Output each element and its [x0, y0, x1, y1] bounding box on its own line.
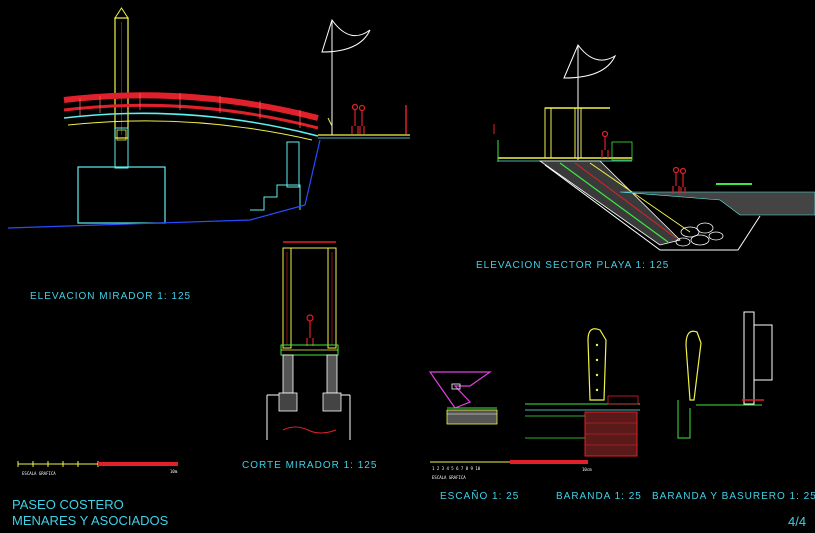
label-baranda: BARANDA 1: 25	[556, 491, 642, 502]
label-baranda-basurero: BARANDA Y BASURERO 1: 25	[652, 491, 815, 502]
elevacion-mirador-drawing	[7, 7, 410, 229]
sheet-number: 4/4	[788, 514, 806, 529]
label-escano: ESCAÑO 1: 25	[440, 489, 519, 502]
scale-bar-left: ESCALA GRAFICA 10m	[17, 461, 178, 476]
scale-left-caption: ESCALA GRAFICA	[22, 471, 56, 476]
label-corte-mirador: CORTE MIRADOR 1: 125	[242, 460, 377, 471]
title-line-1: PASEO COSTERO	[12, 497, 124, 512]
escano-drawing	[428, 371, 498, 425]
scale-bar-right: 1 2 3 4 5 6 7 8 9 10 ESCALA GRAFICA 10cm	[430, 460, 592, 480]
baranda-drawing	[525, 328, 640, 457]
elevacion-playa-drawing	[493, 43, 815, 251]
scale-right-end: 10cm	[582, 467, 592, 472]
label-elevacion-mirador: ELEVACION MIRADOR 1: 125	[30, 291, 191, 302]
scale-right-numbers: 1 2 3 4 5 6 7 8 9 10	[432, 466, 481, 471]
baranda-basurero-drawing	[677, 311, 773, 439]
title-line-2: MENARES Y ASOCIADOS	[12, 513, 169, 528]
label-elevacion-playa: ELEVACION SECTOR PLAYA 1: 125	[476, 260, 669, 271]
corte-mirador-drawing	[266, 241, 351, 440]
scale-left-end: 10m	[170, 469, 178, 474]
scale-right-caption: ESCALA GRAFICA	[432, 475, 466, 480]
